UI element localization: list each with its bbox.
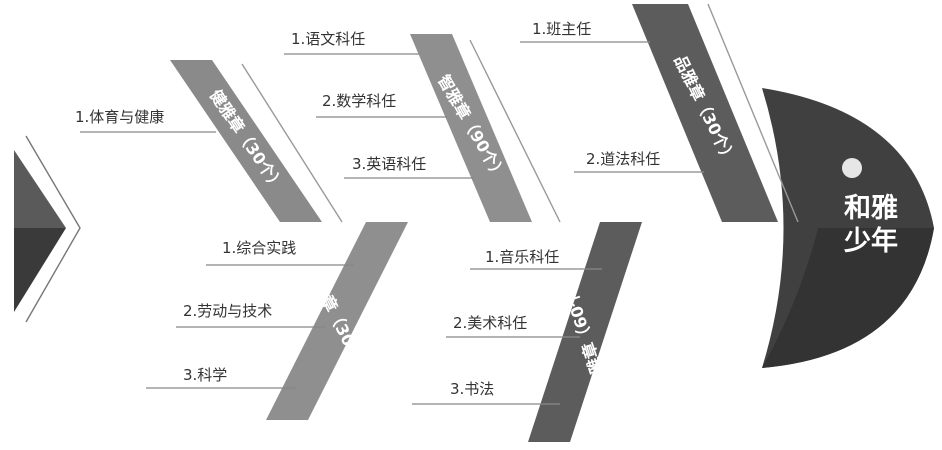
fish-tail — [14, 135, 81, 323]
branch-yi: 艺雅章（60个） 1.音乐科任 2.美术科任 3.书法 — [412, 222, 642, 442]
branch-xing: 行雅章（30个） 1.综合实践 2.劳动与技术 3.科学 — [146, 222, 408, 420]
item-label-zhi-3: 3.英语科任 — [352, 155, 426, 173]
category-bar-zhi — [410, 34, 532, 222]
fish-eye — [842, 158, 862, 178]
branch-zhi: 智雅章（90个） 1.语文科任 2.数学科任 3.英语科任 — [284, 30, 561, 223]
item-label-xing-2: 2.劳动与技术 — [183, 302, 272, 320]
category-bar-jian — [170, 60, 322, 222]
bone-line-pin — [707, 3, 799, 223]
item-label-yi-2: 2.美术科任 — [453, 314, 527, 332]
category-bar-yi — [528, 222, 642, 442]
item-label-pin-1: 1.班主任 — [532, 20, 591, 38]
head-lower-shade — [762, 228, 934, 368]
head-title-line2: 少年 — [844, 225, 898, 257]
bone-line-zhi — [469, 39, 561, 223]
item-label-zhi-2: 2.数学科任 — [322, 92, 396, 110]
item-label-yi-1: 1.音乐科任 — [485, 248, 559, 266]
item-label-yi-3: 3.书法 — [450, 380, 494, 398]
item-label-pin-2: 2.道法科任 — [586, 150, 660, 168]
tail-lower — [14, 228, 66, 312]
tail-outline — [25, 135, 81, 323]
branch-jian: 健雅章（30个） 1.体育与健康 — [75, 60, 343, 223]
bone-line-jian — [241, 63, 343, 223]
head-title-line1: 和雅 — [844, 193, 898, 224]
category-bar-xing — [266, 222, 408, 420]
category-label-jian: 健雅章（30个） — [206, 86, 288, 195]
branch-pin: 品雅章（30个） 1.班主任 2.道法科任 — [520, 3, 799, 223]
tail-upper — [14, 150, 66, 228]
item-label-jian-1: 1.体育与健康 — [75, 108, 164, 126]
fish-head: 和雅 少年 — [762, 88, 934, 368]
category-bar-pin — [632, 4, 778, 222]
item-label-xing-1: 1.综合实践 — [222, 239, 296, 257]
item-label-zhi-1: 1.语文科任 — [291, 30, 365, 48]
item-label-xing-3: 3.科学 — [183, 366, 227, 384]
